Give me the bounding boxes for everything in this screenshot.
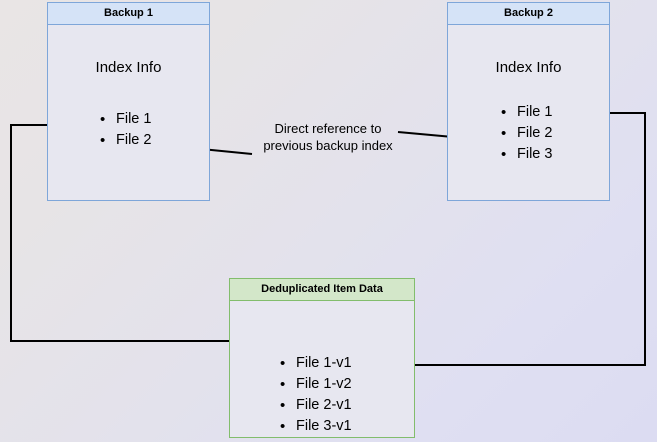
list-item: File 1-v1: [280, 353, 352, 374]
annotation-label: Direct reference to previous backup inde…: [243, 121, 413, 154]
deduplicated-item-data-box: Deduplicated Item Data File 1-v1 File 1-…: [229, 278, 415, 438]
list-item: File 2-v1: [280, 395, 352, 416]
backup1-index-title: Index Info: [95, 59, 162, 76]
list-item: File 1: [100, 109, 151, 130]
list-item: File 3-v1: [280, 416, 352, 437]
list-item: File 1: [501, 102, 552, 123]
annotation-line-1: Direct reference to: [274, 121, 382, 136]
backup1-box: Backup 1 Index Info File 1 File 2: [47, 2, 210, 201]
backup2-index-title: Index Info: [495, 59, 562, 76]
annotation-line-2: previous backup index: [263, 137, 393, 153]
backup2-header: Backup 2: [448, 3, 609, 25]
list-item: File 3: [501, 144, 552, 165]
deduplicated-header: Deduplicated Item Data: [230, 279, 414, 301]
deduplicated-file-list: File 1-v1 File 1-v2 File 2-v1 File 3-v1: [280, 353, 352, 437]
list-item: File 1-v2: [280, 374, 352, 395]
backup1-body: Index Info File 1 File 2: [48, 25, 209, 200]
list-item: File 2: [501, 123, 552, 144]
backup1-file-list: File 1 File 2: [100, 109, 151, 151]
backup1-header: Backup 1: [48, 3, 209, 25]
backup2-file-list: File 1 File 2 File 3: [501, 102, 552, 165]
deduplicated-body: File 1-v1 File 1-v2 File 2-v1 File 3-v1: [230, 301, 414, 437]
backup2-body: Index Info File 1 File 2 File 3: [448, 25, 609, 200]
backup2-box: Backup 2 Index Info File 1 File 2 File 3: [447, 2, 610, 201]
list-item: File 2: [100, 130, 151, 151]
